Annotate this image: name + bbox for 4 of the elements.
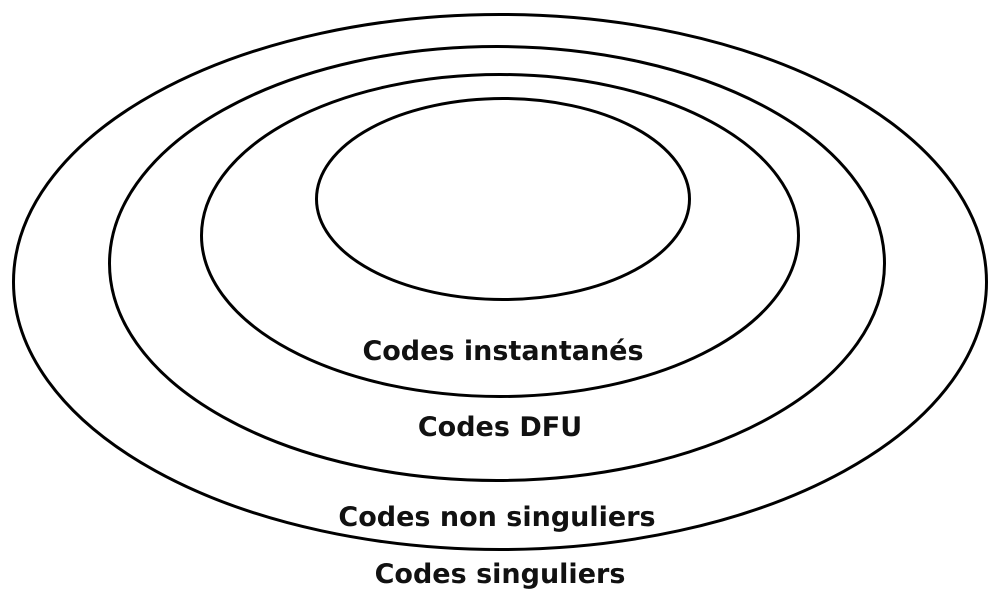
set-label: Codes DFU <box>418 413 582 443</box>
set-label: Codes instantanés <box>362 337 644 367</box>
set-label: Codes singuliers <box>374 560 626 590</box>
set-label: Codes non singuliers <box>338 503 656 533</box>
